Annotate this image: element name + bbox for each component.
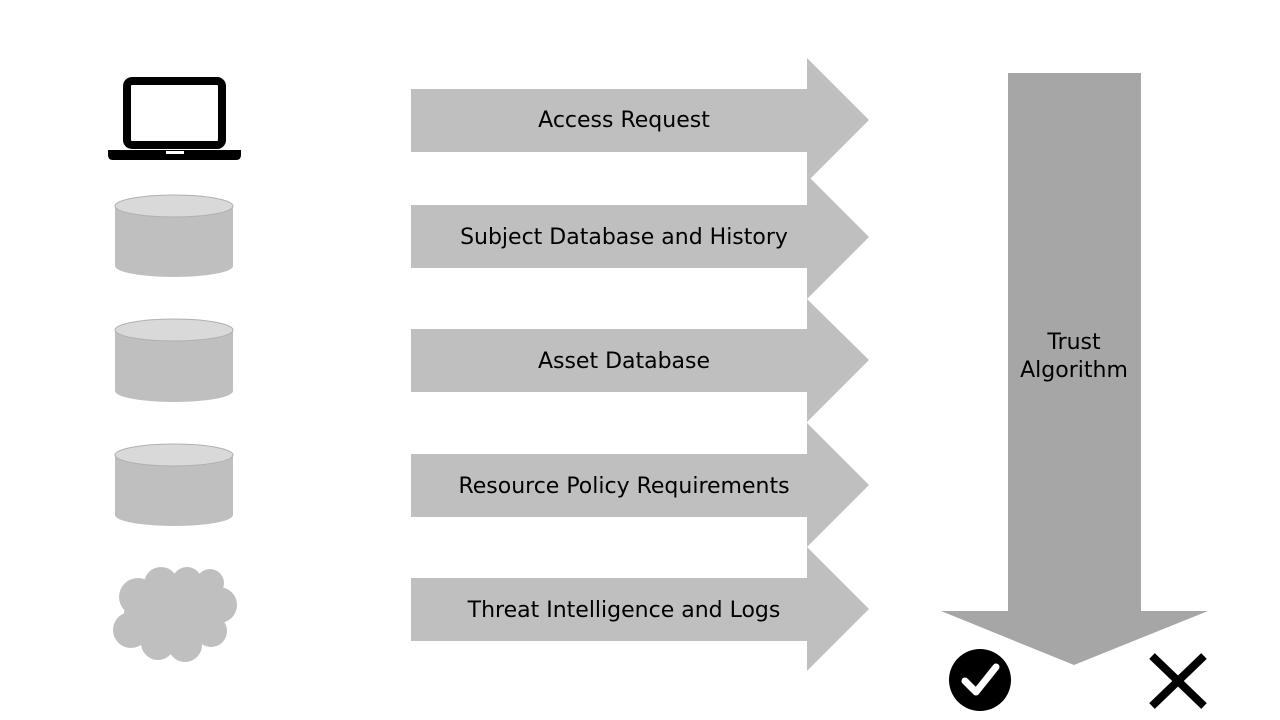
trust-algorithm-arrow: Trust Algorithm <box>941 73 1208 665</box>
trust-algorithm-label-line1: Trust <box>1046 330 1101 355</box>
x-mark-icon <box>1149 653 1207 709</box>
database-icon <box>114 318 234 402</box>
database-icon <box>114 194 234 277</box>
arrow-label: Resource Policy Requirements <box>458 474 789 499</box>
arrow-label: Access Request <box>538 108 710 133</box>
trust-algorithm-label-line2: Algorithm <box>1020 358 1128 383</box>
arrow-threat-intelligence: Threat Intelligence and Logs <box>411 547 869 671</box>
arrow-label: Asset Database <box>538 349 710 374</box>
arrow-label: Subject Database and History <box>460 225 788 250</box>
arrow-asset-database: Asset Database <box>411 299 869 422</box>
database-icon <box>114 443 234 526</box>
arrow-label: Threat Intelligence and Logs <box>467 598 781 623</box>
check-circle-icon <box>949 649 1011 711</box>
arrow-resource-policy: Resource Policy Requirements <box>411 423 869 547</box>
arrow-access-request: Access Request <box>411 58 869 182</box>
cloud-icon <box>113 567 237 662</box>
laptop-icon <box>108 77 241 160</box>
arrow-subject-database: Subject Database and History <box>411 175 869 299</box>
